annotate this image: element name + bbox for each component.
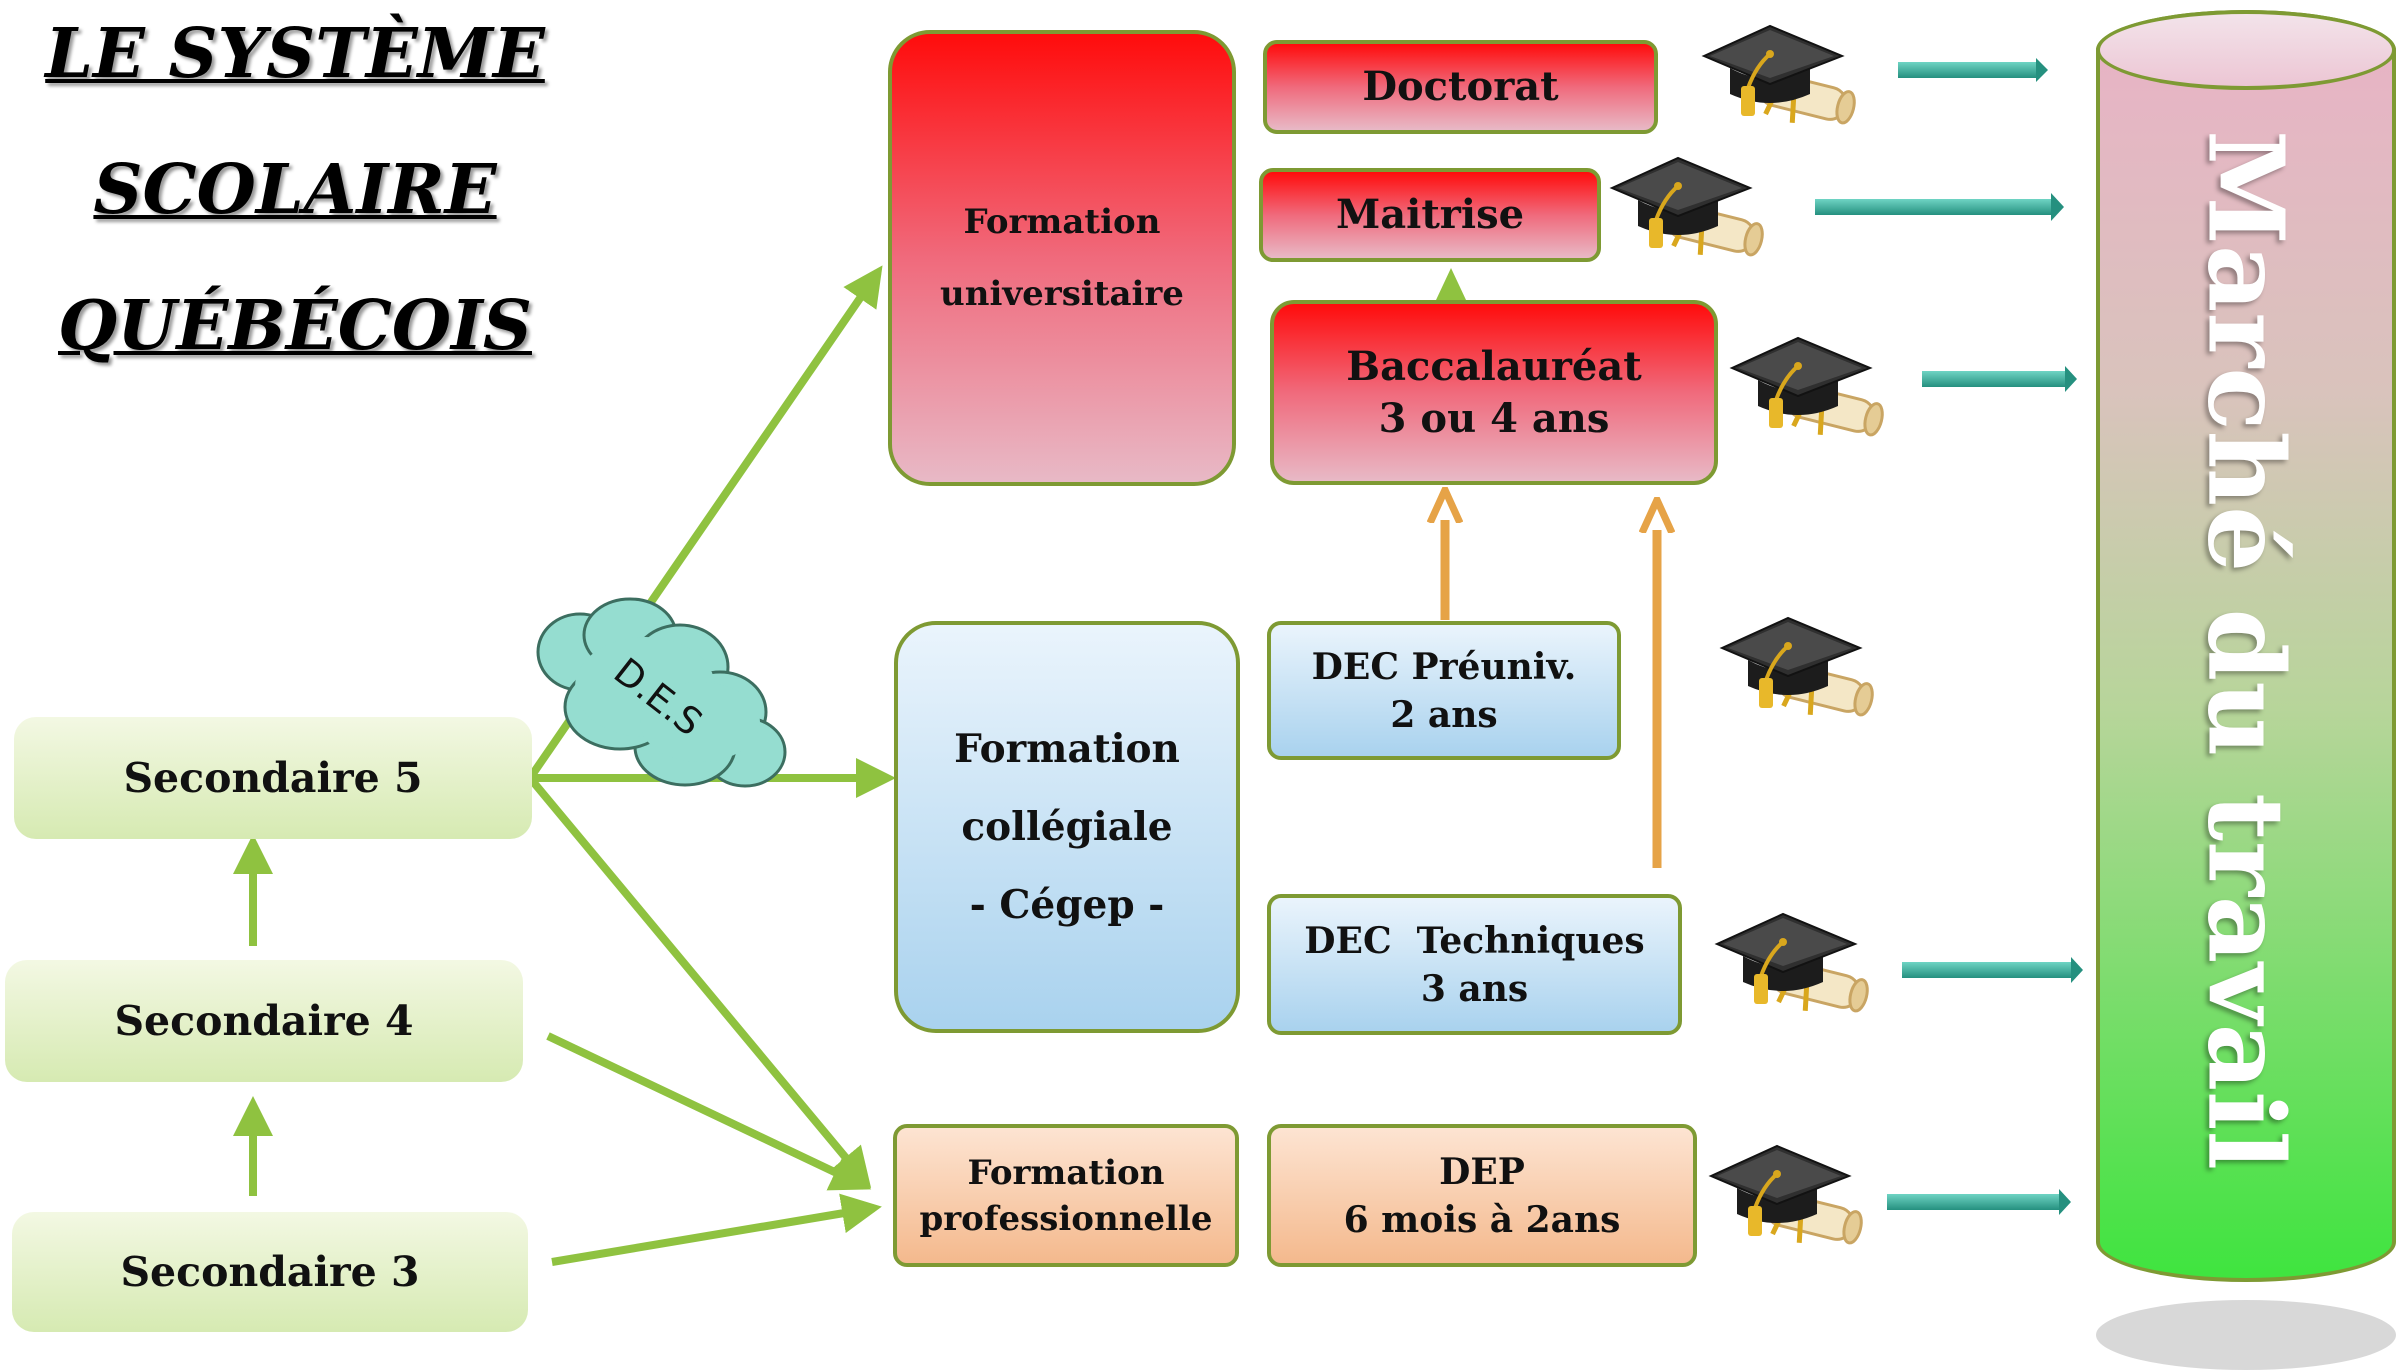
formation-universitaire-box: Formation universitaire (888, 30, 1236, 486)
market-label: Marché du travail (2184, 129, 2308, 1171)
secondaire-3-label: Secondaire 3 (120, 1248, 420, 1296)
formation-professionnelle-box: Formation professionnelle (893, 1124, 1239, 1267)
graduation-cap-icon (1701, 24, 1856, 125)
formation-professionnelle-line2: professionnelle (919, 1198, 1213, 1239)
dec-techniques-line2: 3 ans (1420, 967, 1529, 1010)
title-line-3: QUÉBÉCOIS (58, 286, 532, 366)
graduation-cap-icon (1609, 156, 1764, 257)
dec-techniques-box: DEC Techniques 3 ans (1267, 894, 1682, 1035)
market-cylinder (2096, 10, 2396, 1282)
secondaire-4-box: Secondaire 4 (5, 960, 523, 1082)
arrow-doctorat-to-market (1898, 58, 2048, 82)
doctorat-box: Doctorat (1263, 40, 1658, 134)
arrow-sec4-to-professional (546, 1032, 872, 1191)
secondaire-3-box: Secondaire 3 (12, 1212, 528, 1332)
graduation-cap-icon (1719, 616, 1874, 717)
secondaire-4-label: Secondaire 4 (114, 997, 414, 1045)
arrow-bac-to-maitrise (1436, 268, 1466, 300)
secondaire-5-label: Secondaire 5 (123, 754, 423, 802)
arrow-maitrise-to-market (1815, 193, 2064, 221)
arrow-dec-tech-to-market (1902, 957, 2083, 983)
market-cylinder-top (2096, 10, 2396, 90)
formation-collegiale-line3: - Cégep - (969, 882, 1165, 928)
title-line-2: SCOLAIRE (93, 150, 497, 230)
baccalaureat-line2: 3 ou 4 ans (1378, 394, 1610, 442)
arrow-sec3-to-professional (551, 1193, 882, 1266)
formation-professionnelle-line1: Formation (967, 1152, 1165, 1193)
maitrise-box: Maitrise (1259, 168, 1601, 262)
baccalaureat-box: Baccalauréat 3 ou 4 ans (1270, 300, 1718, 485)
secondaire-5-box: Secondaire 5 (14, 717, 532, 839)
formation-universitaire-line2: universitaire (940, 274, 1184, 314)
market-cylinder-reflection (2096, 1300, 2396, 1370)
title-line-1: LE SYSTÈME (45, 14, 545, 94)
graduation-cap-icon (1714, 912, 1869, 1013)
arrow-sec5-to-professional (526, 775, 872, 1189)
dec-techniques-line1: DEC Techniques (1304, 919, 1645, 962)
dep-line1: DEP (1439, 1150, 1525, 1193)
dec-preuniv-box: DEC Préuniv. 2 ans (1267, 621, 1621, 760)
doctorat-label: Doctorat (1362, 63, 1559, 110)
arrow-bac-to-market (1922, 366, 2077, 392)
des-cloud-shape (536, 597, 787, 788)
maitrise-label: Maitrise (1335, 191, 1525, 238)
dec-preuniv-line1: DEC Préuniv. (1311, 645, 1577, 688)
formation-universitaire-line1: Formation (963, 202, 1161, 242)
dep-box: DEP 6 mois à 2ans (1267, 1124, 1697, 1267)
dec-preuniv-line2: 2 ans (1390, 693, 1498, 736)
graduation-cap-icon (1708, 1144, 1863, 1245)
graduation-cap-icon (1729, 336, 1884, 437)
formation-collegiale-line2: collégiale (961, 804, 1173, 850)
dep-line2: 6 mois à 2ans (1343, 1198, 1621, 1241)
arrow-dep-to-market (1887, 1189, 2071, 1215)
formation-collegiale-line1: Formation (954, 726, 1180, 772)
baccalaureat-line1: Baccalauréat (1346, 342, 1642, 390)
formation-collegiale-box: Formation collégiale - Cégep - (894, 621, 1240, 1033)
school-system-diagram: LE SYSTÈME SCOLAIRE QUÉBÉCOIS (5, 10, 2396, 1370)
